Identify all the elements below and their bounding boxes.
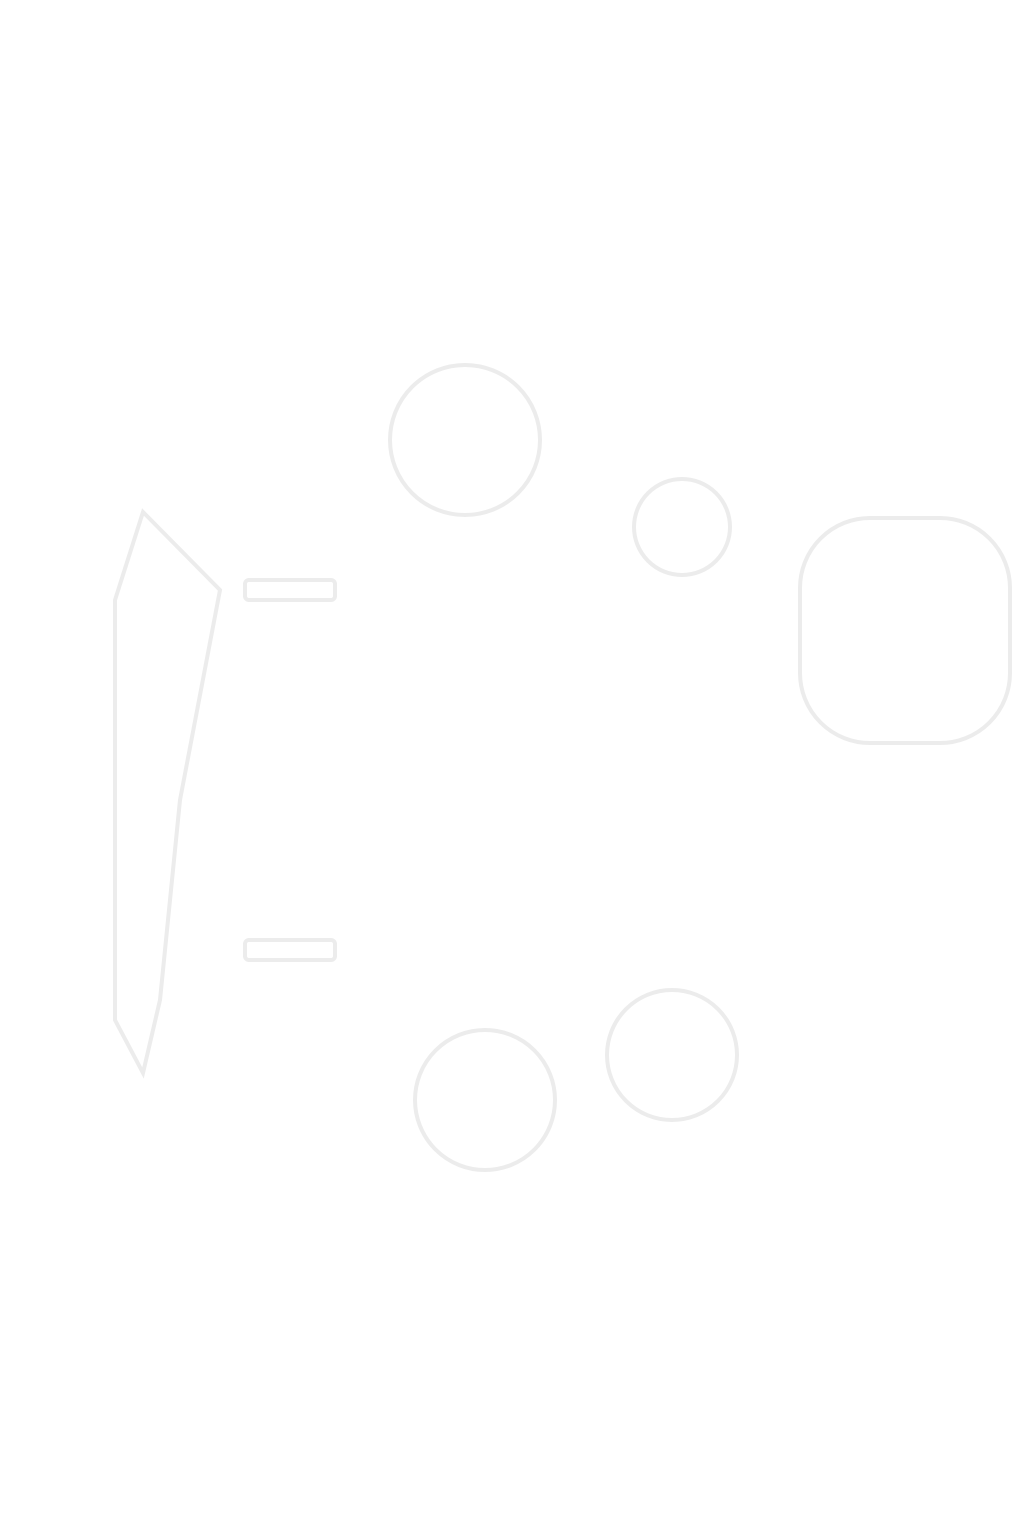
ghost-circle-bottom-right xyxy=(605,988,739,1122)
ghost-circle-bottom xyxy=(413,1028,557,1172)
ghost-circle-top-right xyxy=(632,477,732,577)
ghost-label-left-bottom xyxy=(243,938,337,962)
ghost-shape-left xyxy=(113,508,223,1079)
ghost-rounded-shape-right xyxy=(798,516,1012,745)
ghost-circle-top xyxy=(388,363,542,517)
ghost-label-left-top xyxy=(243,578,337,602)
